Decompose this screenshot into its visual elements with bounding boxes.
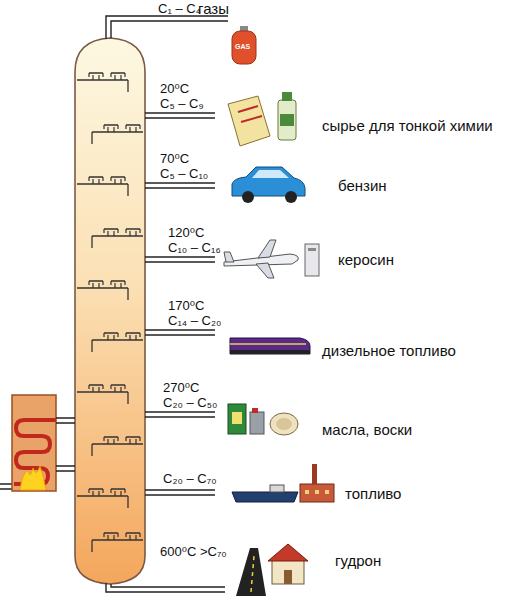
fraction-range: C₅ – C₁₀ xyxy=(160,167,208,181)
fraction-range: C₂₀ – C₇₀ xyxy=(163,472,217,486)
ship-factory-icon xyxy=(232,464,334,502)
temperature: 270⁰C xyxy=(163,381,199,395)
gas-cylinder-icon xyxy=(232,26,256,64)
product-name: масла, воски xyxy=(322,422,412,439)
chemicals-icon xyxy=(228,92,296,146)
fraction-range: C₁₀ – C₁₆ xyxy=(168,241,221,255)
temperature: 170⁰C xyxy=(168,299,204,313)
gas-pipe xyxy=(106,16,228,39)
column-body xyxy=(75,38,145,584)
outlet-pipes xyxy=(145,113,215,495)
product-name: керосин xyxy=(338,252,394,269)
plane-icon xyxy=(224,240,319,278)
product-name: дизельное топливо xyxy=(322,343,456,360)
product-name: сырье для тонкой химии xyxy=(322,118,493,135)
oil-cans-icon xyxy=(228,404,298,435)
temperature: 600⁰C >C₇₀ xyxy=(160,545,227,559)
product-name: гудрон xyxy=(335,553,381,570)
fraction-range: C₁₄ – C₂₀ xyxy=(168,314,221,328)
product-name: топливо xyxy=(345,486,401,503)
temperature: 70⁰C xyxy=(160,152,189,166)
furnace xyxy=(0,395,75,491)
product-name: бензин xyxy=(338,178,387,195)
temperature: 120⁰C xyxy=(168,226,204,240)
icon-text: GAS xyxy=(235,43,250,51)
temperature: 20⁰C xyxy=(160,82,189,96)
fraction-range: C₂₀ – C₅₀ xyxy=(163,396,217,410)
column-trays xyxy=(77,73,143,552)
car-icon xyxy=(232,167,305,203)
product-name: газы xyxy=(198,1,229,18)
train-icon xyxy=(230,338,310,354)
residue-pipe xyxy=(106,583,225,592)
fraction-range: C₁ – C₄ xyxy=(158,2,201,16)
fraction-range: C₅ – C₉ xyxy=(160,97,204,111)
road-house-icon xyxy=(236,544,308,596)
